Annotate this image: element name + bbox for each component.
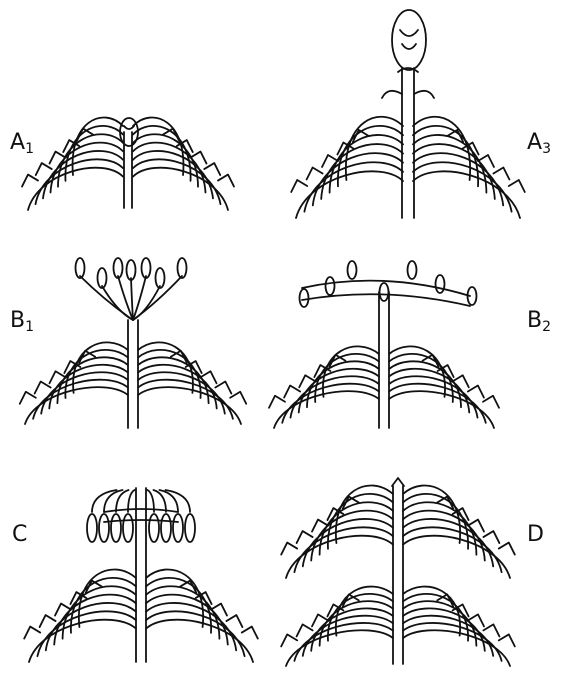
leaflet-tip-right-4 (509, 180, 525, 192)
capsule-1 (326, 277, 335, 295)
leaf-right-6 (389, 391, 494, 428)
capsule-2 (111, 514, 121, 542)
panel-b1-drawing (20, 258, 246, 428)
leaflet-tip-right-3 (493, 168, 509, 180)
capsule-1 (98, 268, 107, 288)
panel-label-b2: B2 (527, 310, 551, 334)
capsule-7 (185, 514, 195, 542)
leaf-right-6 (138, 387, 241, 424)
leaflet-tip-right-3 (483, 531, 499, 543)
capsule-2 (114, 258, 123, 278)
pedicel-5 (133, 286, 160, 320)
flower-bud (392, 10, 426, 70)
leaflet-tip-right-4 (242, 627, 258, 639)
panel-label-b1: B1 (10, 310, 34, 334)
capsule-5 (156, 268, 165, 288)
leaflet-tip-left-4 (281, 634, 297, 646)
panel-b2-drawing (269, 261, 499, 428)
capsule-3 (127, 260, 136, 280)
leaflet-tip-left-3 (297, 531, 313, 543)
leaf-left-6 (29, 620, 136, 662)
capsule-5 (436, 275, 445, 293)
leaf-right-6 (413, 171, 520, 218)
leaflet-tip-right-4 (499, 543, 515, 555)
leaf-left-6 (286, 536, 393, 578)
pedicel-1 (102, 286, 133, 320)
leaf-left-6 (28, 168, 123, 210)
leaflet-tip-left-4 (20, 392, 36, 404)
leaflet-tip-left-3 (284, 386, 300, 398)
leaf-right-6 (403, 536, 510, 578)
leaf-left-6 (296, 171, 403, 218)
capsule-4 (142, 258, 151, 278)
leaflet-tip-right-4 (499, 634, 515, 646)
bud-detail (124, 126, 134, 129)
leaflet-tip-left-4 (22, 175, 38, 187)
leaflet-tip-left-3 (36, 163, 52, 175)
capsule-6 (178, 258, 187, 278)
capsule-3 (123, 514, 133, 542)
panel-label-a1: A1 (10, 132, 34, 156)
leaflet-tip-left-3 (40, 615, 56, 627)
umbel-ring-lower (104, 520, 178, 522)
panel-label-a3: A3 (527, 132, 551, 156)
leaf-left-6 (274, 391, 379, 428)
capsule-4 (408, 261, 417, 279)
panel-d-drawing (281, 478, 515, 666)
bract-left (382, 91, 402, 98)
leaflet-tip-left-4 (24, 627, 40, 639)
capsule-6 (173, 514, 183, 542)
capsule-0 (76, 258, 85, 278)
leaflet-tip-right-3 (483, 624, 499, 636)
leaf-right-6 (133, 168, 228, 210)
leaflet-tip-right-3 (204, 163, 220, 175)
capsule-0 (300, 289, 309, 307)
leaflet-tip-right-3 (226, 615, 242, 627)
umbel-ring-upper (104, 509, 178, 512)
leaf-left-6 (25, 387, 128, 424)
panel-a3-drawing (291, 10, 525, 218)
leaf-right-6 (403, 630, 510, 666)
leaflet-tip-left-4 (269, 396, 285, 408)
capsule-0 (87, 514, 97, 542)
leaflet-tip-left-3 (297, 624, 313, 636)
leaflet-tip-left-4 (291, 180, 307, 192)
leaflet-tip-left-3 (307, 168, 323, 180)
bud-detail (400, 30, 418, 49)
leaf-left-6 (286, 630, 393, 666)
panel-label-d: D (527, 524, 544, 548)
capsule-4 (149, 514, 159, 542)
leaflet-tip-right-3 (215, 382, 231, 394)
panel-c-drawing (24, 488, 258, 662)
capsule-3 (380, 283, 389, 301)
bract-right (414, 91, 434, 98)
panel-a1-drawing (22, 117, 234, 210)
leaflet-tip-right-4 (230, 392, 246, 404)
leaflet-tip-left-4 (281, 543, 297, 555)
capsule-5 (161, 514, 171, 542)
capsule-1 (99, 514, 109, 542)
leaflet-tip-right-4 (218, 175, 234, 187)
leaflet-tip-right-4 (483, 396, 499, 408)
leaflet-tip-right-3 (468, 386, 484, 398)
capsule-2 (348, 261, 357, 279)
leaf-right-6 (146, 620, 253, 662)
apex (392, 478, 404, 486)
leaflet-tip-left-3 (35, 382, 51, 394)
panel-label-c: C (12, 524, 27, 548)
pedicel-4 (133, 276, 146, 320)
